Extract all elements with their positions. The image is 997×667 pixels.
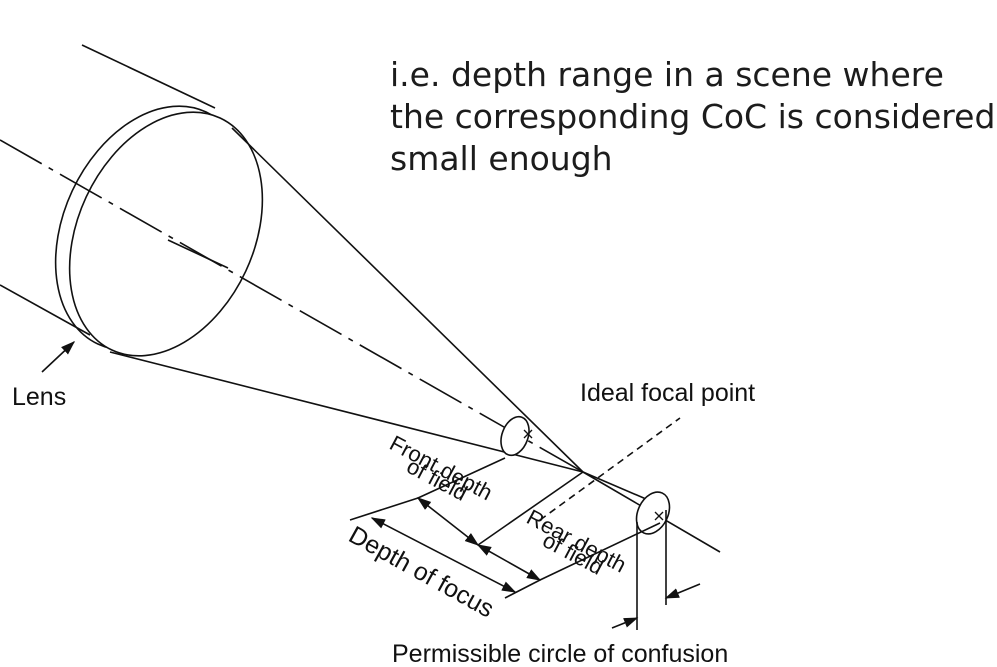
coc-arrow-left — [611, 617, 639, 629]
barrel-top-line — [81, 44, 216, 109]
rear-depth-arrow — [476, 544, 542, 581]
front-coc-disc — [500, 415, 530, 457]
cone-top-ray — [231, 127, 584, 473]
lens-front-face — [68, 111, 264, 357]
lens-pointer-arrow — [41, 341, 76, 373]
optical-axis — [0, 139, 584, 473]
front-depth-arrow — [416, 497, 480, 546]
caption-line-2: the corresponding CoC is considered — [390, 97, 996, 136]
dof-right-extension — [504, 579, 541, 599]
caption-line-1: i.e. depth range in a scene where — [390, 55, 944, 94]
lens-label: Lens — [12, 383, 66, 411]
front-extension-line — [417, 457, 506, 499]
rear-extension-line — [539, 522, 661, 581]
depth-of-focus-arrow — [370, 517, 517, 593]
coc-arrow-right — [664, 583, 701, 599]
ideal-focal-point-label: Ideal focal point — [580, 379, 755, 407]
focal-crosses — [523, 429, 664, 521]
coc-label: Permissible circle of confusion — [392, 640, 728, 667]
focal-plane-dashed — [539, 417, 681, 521]
dof-left-extension — [349, 497, 419, 521]
slide-caption: i.e. depth range in a scene where the co… — [390, 54, 996, 180]
caption-line-3: small enough — [390, 139, 613, 178]
